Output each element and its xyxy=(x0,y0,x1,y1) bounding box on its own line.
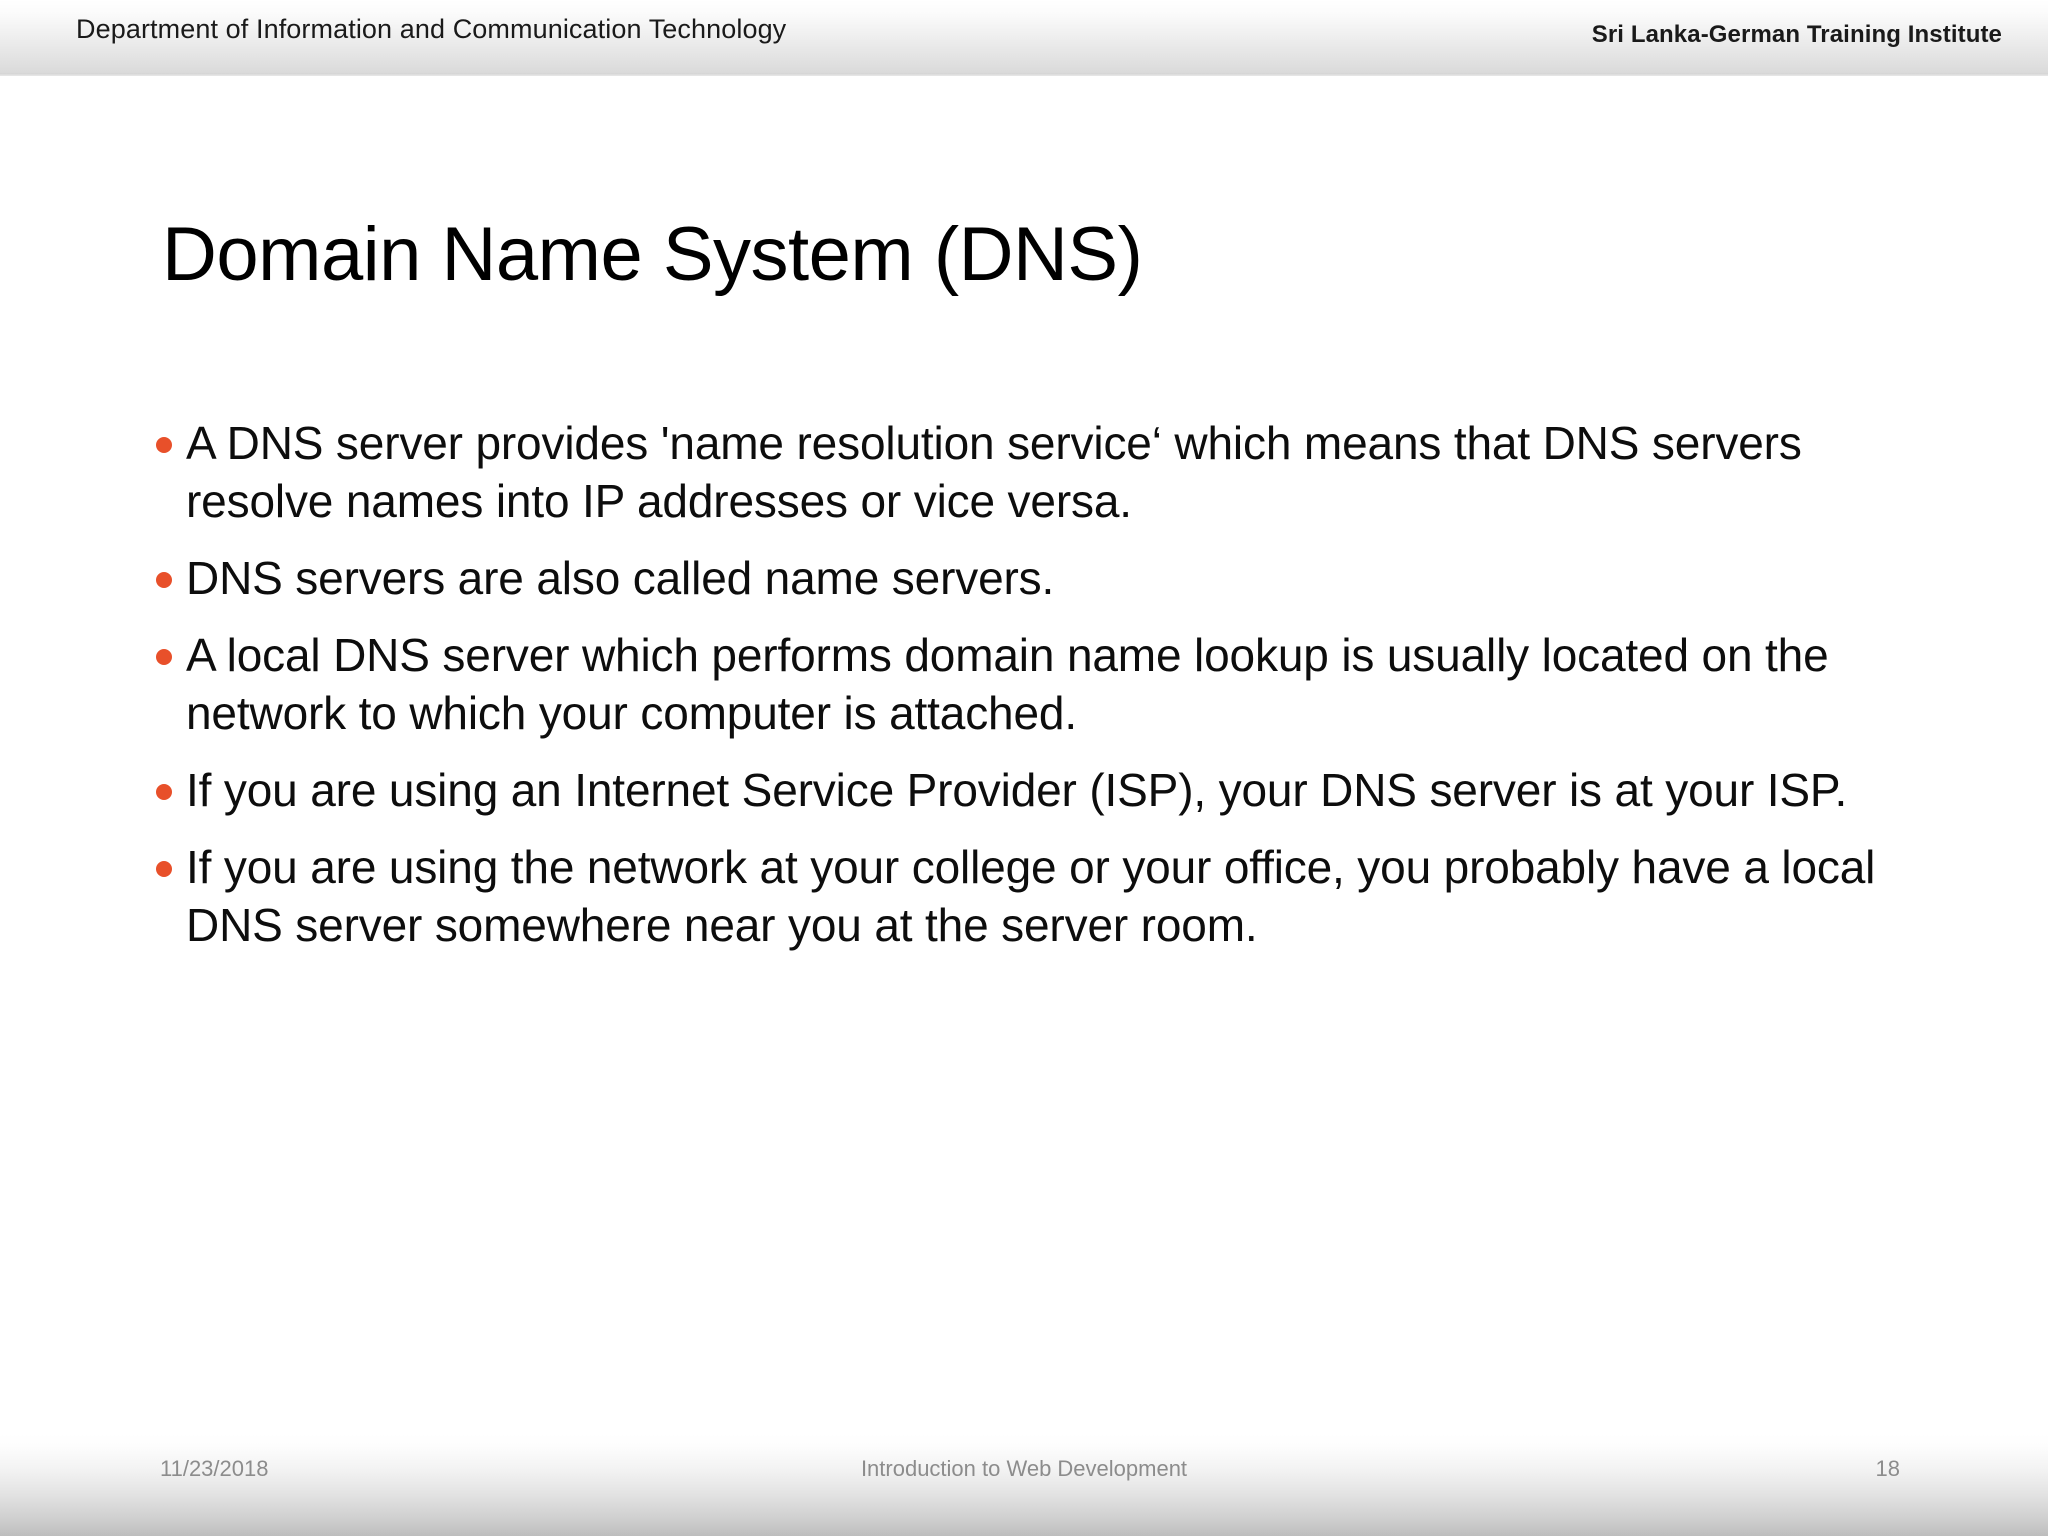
list-item-text: A DNS server provides 'name resolution s… xyxy=(186,417,1802,527)
footer-page-number: 18 xyxy=(1875,1456,1900,1481)
bullet-list: A DNS server provides 'name resolution s… xyxy=(152,415,1912,955)
list-item: A local DNS server which performs domain… xyxy=(152,627,1912,743)
bullet-dot-icon xyxy=(156,783,172,800)
list-item-text: DNS servers are also called name servers… xyxy=(186,551,1055,604)
footer-course-title: Introduction to Web Development xyxy=(860,1456,1188,1481)
footer-date: 11/23/2018 xyxy=(160,1456,269,1481)
list-item-text: A local DNS server which performs domain… xyxy=(186,628,1829,739)
header-department-label: Department of Information and Communicat… xyxy=(76,14,787,44)
header-institute-label: Sri Lanka-German Training Institute xyxy=(1591,21,2002,48)
slide-footer-band: 11/23/2018 Introduction to Web Developme… xyxy=(0,1434,2048,1536)
bullet-dot-icon xyxy=(156,860,172,877)
list-item: A DNS server provides 'name resolution s… xyxy=(152,415,1912,531)
bullet-dot-icon xyxy=(156,648,172,665)
page-title: Domain Name System (DNS) xyxy=(162,211,1143,297)
list-item: DNS servers are also called name servers… xyxy=(152,550,1912,608)
list-item-text: If you are using the network at your col… xyxy=(186,840,1876,951)
list-item-text: If you are using an Internet Service Pro… xyxy=(186,763,1848,816)
slide-header-band: Department of Information and Communicat… xyxy=(0,0,2048,76)
bullet-dot-icon xyxy=(156,437,172,453)
bullet-dot-icon xyxy=(156,571,172,588)
list-item: If you are using an Internet Service Pro… xyxy=(152,762,1912,820)
list-item: If you are using the network at your col… xyxy=(152,839,1912,955)
